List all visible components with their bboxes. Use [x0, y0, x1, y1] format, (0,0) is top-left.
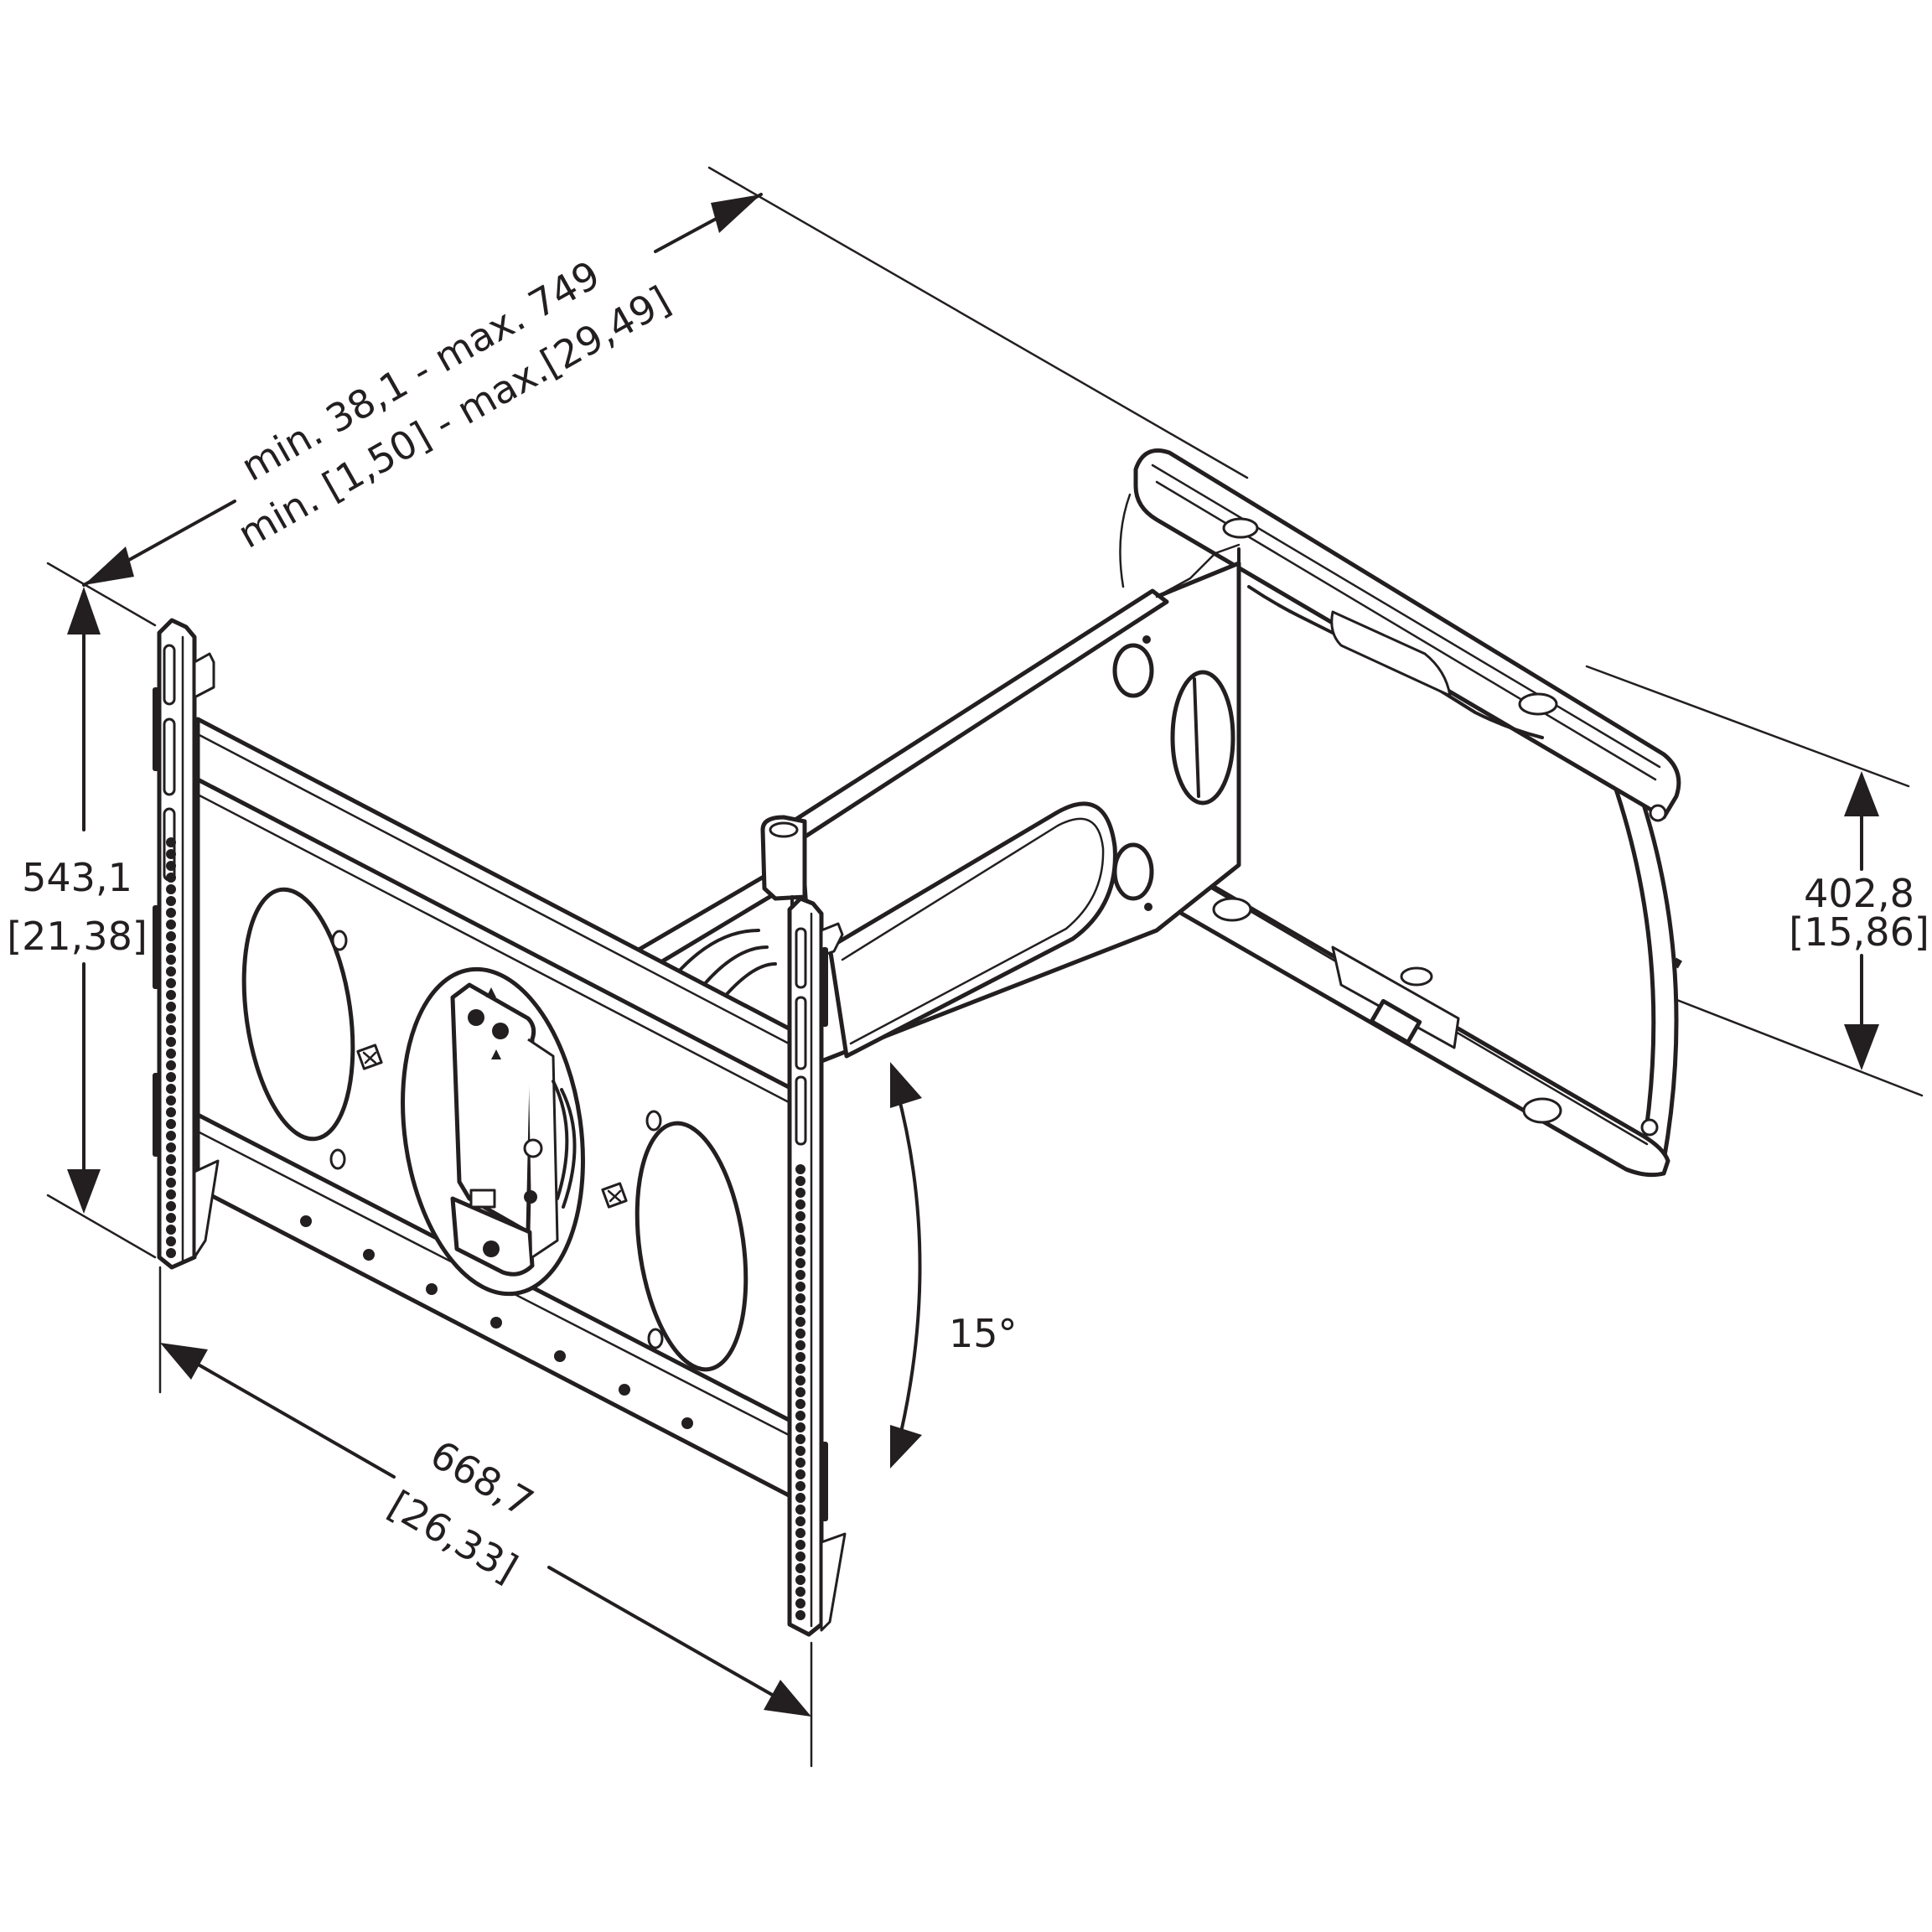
- rail-hole: [363, 1249, 375, 1261]
- arm-pivot-disc: [1170, 670, 1235, 805]
- wall-plate-height-dimension: 543,1 [21,38]: [7, 587, 157, 1259]
- rail-hole: [426, 1283, 438, 1295]
- rail-hole: [490, 1317, 502, 1329]
- tv-bracket-slot: [1518, 692, 1558, 716]
- rail-hole: [619, 1384, 630, 1396]
- hanger-cable: [560, 1088, 577, 1209]
- tv-bracket-slot: [1222, 517, 1259, 539]
- arrow-up-icon: [491, 1049, 501, 1059]
- swing-arm: [626, 543, 1241, 1065]
- hanger-knob: [524, 1190, 537, 1204]
- tv-bracket-top-rail: [1133, 448, 1681, 820]
- tv-bracket-slot: [1400, 966, 1433, 987]
- arrowhead-icon: [160, 1343, 208, 1380]
- tv-bracket-bottom-slider: [1331, 945, 1460, 1049]
- wall-plate-top-rail-edge: [196, 793, 792, 1105]
- wall-plate-hole: [647, 1328, 664, 1349]
- depth-extension-right: [707, 166, 1249, 479]
- tv-bracket-left-edge: [1119, 493, 1132, 588]
- brand-logo-icon: [601, 1182, 628, 1209]
- hanger-label: [469, 1189, 496, 1209]
- center-hanger-foot: [450, 1196, 535, 1277]
- arrowhead-icon: [764, 1680, 811, 1717]
- wall-plate-hole: [645, 1110, 662, 1132]
- adjustment-holes-left: [166, 837, 176, 1258]
- adjustment-holes-right: [795, 1164, 805, 1620]
- tv-bracket-height-dimension: 402,8 [15,86]: [1585, 665, 1929, 1097]
- tv-height-extension-bottom: [1654, 990, 1924, 1097]
- tv-bracket-slot: [1212, 897, 1252, 922]
- arm-hole: [1112, 842, 1154, 901]
- wall-plate-left-upright: [153, 618, 220, 1270]
- hanger-bolt: [468, 1009, 484, 1026]
- hanger-cable: [552, 1080, 569, 1200]
- arm-hole: [1112, 643, 1154, 698]
- wall-plate-hole: [331, 930, 348, 951]
- arrowhead-icon: [1844, 771, 1879, 816]
- depth-extension-left: [46, 562, 157, 627]
- tv-bracket-lock-tab: [1369, 998, 1422, 1045]
- rail-hole: [300, 1215, 312, 1227]
- arm-pivot-disc-line: [1193, 677, 1200, 798]
- tv-bracket-hole: [1649, 804, 1667, 822]
- arm-upper-rail-joint: [1155, 543, 1241, 598]
- arm-oblong-cutout-inner: [841, 817, 1105, 1045]
- arrow-up-icon: [486, 987, 496, 997]
- arm-hinge-pin: [769, 821, 799, 838]
- hanger-bolt: [492, 1023, 509, 1039]
- tilt-dimension: 15°: [890, 1062, 1018, 1468]
- tv-bracket-top-rail-edge: [1151, 464, 1661, 769]
- tv-bracket-height-inch: [15,86]: [1789, 909, 1929, 955]
- arrowhead-icon: [84, 546, 134, 585]
- tv-bracket-height-mm: 402,8: [1804, 871, 1914, 916]
- arrowhead-icon: [890, 1062, 922, 1108]
- arrowhead-icon: [890, 1425, 922, 1468]
- arm-hinge-knuckle: [760, 815, 807, 901]
- tv-bracket-top-slider: [1330, 610, 1452, 697]
- wall-plate-cutout-left: [241, 887, 355, 1142]
- arm-rivet: [1144, 903, 1152, 911]
- wall-plate: [153, 618, 847, 1637]
- tv-bracket-hole: [1640, 1118, 1659, 1137]
- arm-rivet: [1142, 635, 1151, 644]
- arrowhead-icon: [711, 194, 761, 233]
- tv-height-extension-top: [1585, 665, 1910, 788]
- wall-plate-top-rail-edge: [196, 733, 792, 1046]
- tv-bracket-marker: [1672, 957, 1682, 969]
- tv-bracket-frame: [1119, 448, 1682, 1178]
- brand-logo-icon: [356, 1044, 383, 1070]
- arrowhead-icon: [1844, 1024, 1879, 1070]
- arrowhead-icon: [67, 587, 101, 635]
- wall-plate-cutout-right: [635, 1121, 748, 1372]
- wall-plate-height-inch: [21,38]: [7, 914, 148, 959]
- width-arrow-line-left: [166, 1345, 396, 1479]
- tilt-arc: [895, 1088, 922, 1452]
- arrowhead-icon: [67, 1169, 101, 1214]
- height-extension-bottom: [46, 1194, 157, 1259]
- wall-plate-height-mm: 543,1: [22, 855, 132, 900]
- hanger-bolt: [483, 1241, 500, 1257]
- wall-plate-hole: [329, 1148, 346, 1170]
- rail-hole: [681, 1417, 693, 1429]
- tilt-angle-label: 15°: [949, 1311, 1018, 1356]
- arm-oblong-cutout: [827, 801, 1117, 1059]
- hanger-knob: [523, 1138, 543, 1158]
- tv-bracket-slot: [1522, 1097, 1562, 1124]
- depth-dimension: min. 38,1 - max. 749 min. [1,50] - max.[…: [46, 166, 1249, 627]
- width-arrow-line-right: [547, 1566, 805, 1714]
- rail-hole: [554, 1350, 566, 1362]
